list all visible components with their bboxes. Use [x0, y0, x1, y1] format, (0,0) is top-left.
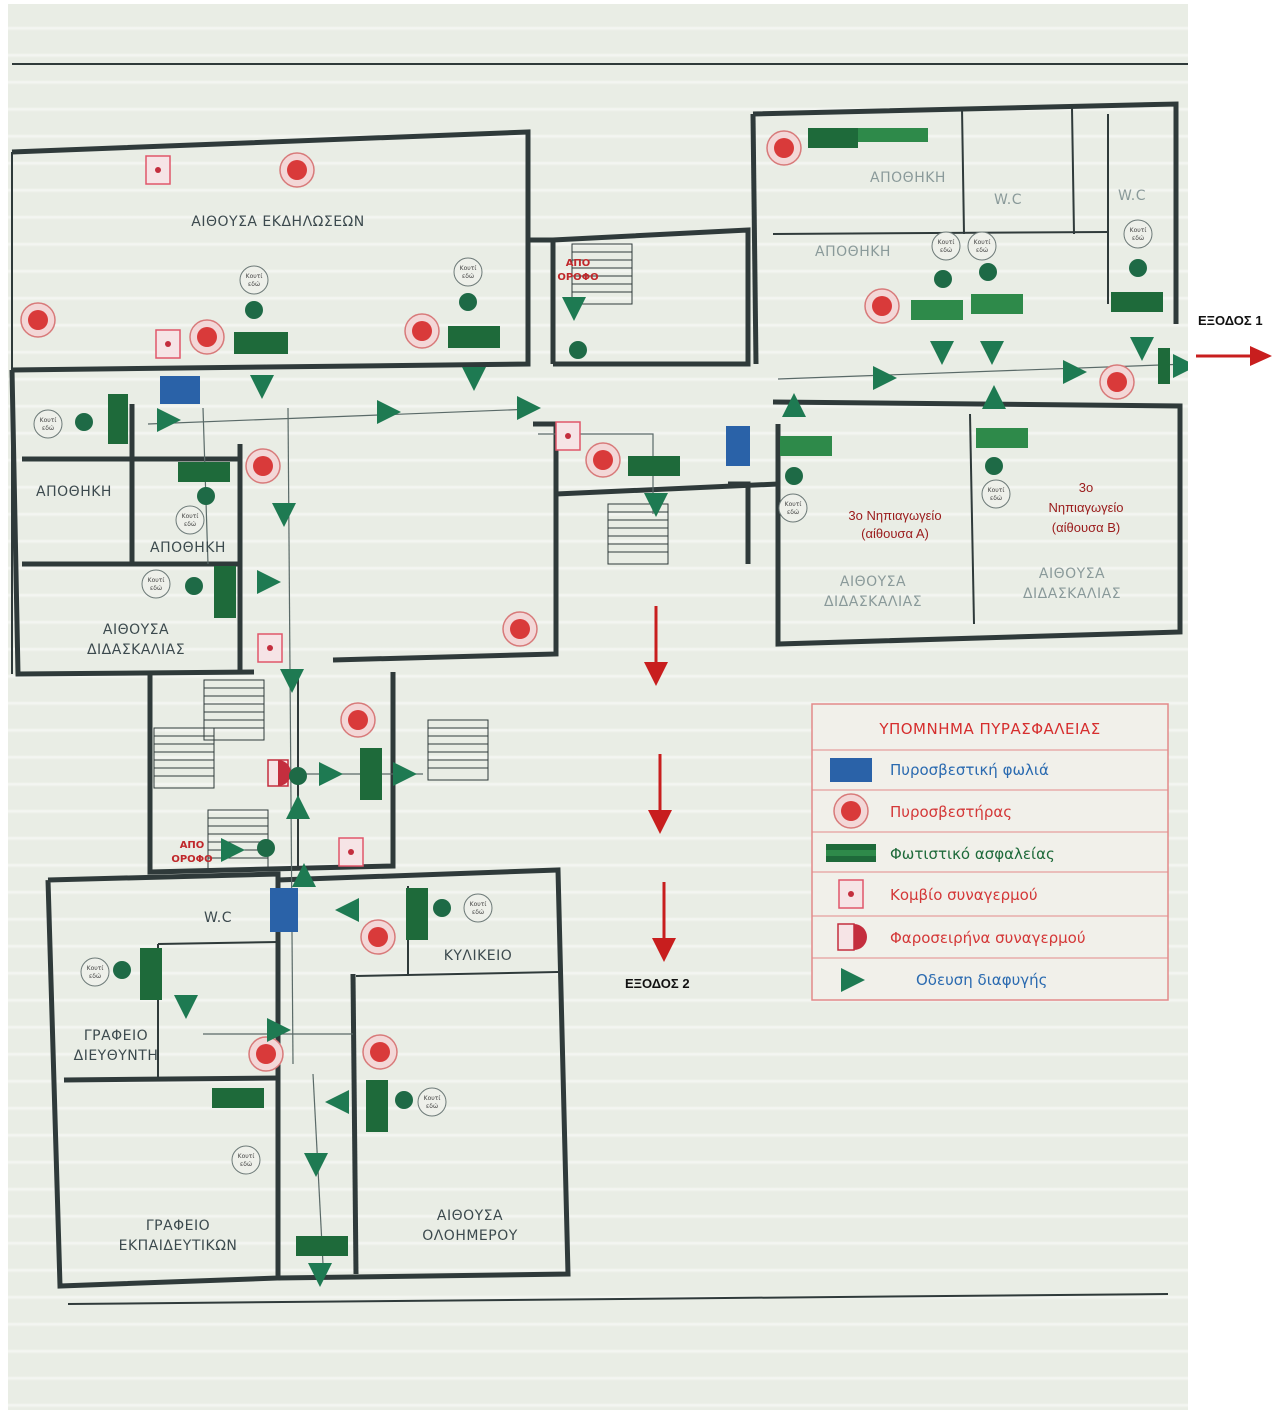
room-oloimerou-line1: ΑΙΘΟΥΣΑ — [437, 1208, 503, 1224]
exit-1-arrow — [1196, 346, 1272, 366]
alarm-siren — [267, 759, 291, 787]
legend-alarm-siren-icon — [837, 923, 867, 951]
legend-item-escape-route: Οδευση διαφυγής — [916, 971, 1047, 989]
room-didaskalias-a-line1: ΑΙΘΟΥΣΑ — [840, 574, 906, 590]
room-grafeio-dieythinti-line1: ΓΡΑΦΕΙΟ — [84, 1028, 148, 1044]
kindergarten-labels: 3ο Νηπιαγωγείο (αίθουσα Α) 3ο Νηπιαγωγεί… — [848, 480, 1123, 541]
room-didaskalias-a-line2: ΔΙΔΑΣΚΑΛΙΑΣ — [824, 594, 922, 610]
room-didaskalias-left-line1: ΑΙΘΟΥΣΑ — [103, 622, 169, 638]
room-labels: ΑΙΘΟΥΣΑ ΕΚΔΗΛΩΣΕΩΝ ΑΠΟΘΗΚΗ ΑΠΟΘΗΚΗ ΑΠΟΘΗ… — [36, 170, 1146, 1254]
room-apothiki-1: ΑΠΟΘΗΚΗ — [36, 484, 112, 500]
label-apo-orofo-bottom-line2: ΟΡΟΦΟ — [171, 854, 212, 865]
walls — [9, 63, 1188, 1305]
room-apothiki-4: ΑΠΟΘΗΚΗ — [815, 244, 891, 260]
legend-item-hose-cabinet: Πυροσβεστική φωλιά — [890, 761, 1049, 779]
exit-2-arrows — [644, 606, 676, 962]
kindergarten-b-line3: (αίθουσα Β) — [1052, 520, 1120, 535]
label-apo-orofo-bottom-line1: ΑΠΟ — [180, 840, 205, 851]
room-didaskalias-left-line2: ΔΙΔΑΣΚΑΛΙΑΣ — [87, 642, 185, 658]
room-didaskalias-b-line1: ΑΙΘΟΥΣΑ — [1039, 566, 1105, 582]
kindergarten-a-line2: (αίθουσα Α) — [861, 526, 929, 541]
legend: ΥΠΟΜΝΗΜΑ ΠΥΡΑΣΦΑΛΕΙΑΣ Πυροσβεστική φωλιά… — [811, 703, 1169, 1001]
exit-2-label: ΕΞΟΔΟΣ 2 — [625, 976, 690, 991]
kindergarten-a-line1: 3ο Νηπιαγωγείο — [848, 508, 941, 523]
room-wc-top-2: W.C — [1118, 188, 1146, 204]
kindergarten-b-line2: Νηπιαγωγείο — [1048, 500, 1123, 515]
room-apothiki-3: ΑΠΟΘΗΚΗ — [870, 170, 946, 186]
legend-extinguisher-icon — [833, 793, 869, 829]
legend-emergency-light-icon — [826, 844, 876, 862]
kindergarten-b-line1: 3ο — [1079, 480, 1093, 495]
legend-alarm-button-icon — [838, 879, 864, 909]
room-didaskalias-b-line2: ΔΙΔΑΣΚΑΛΙΑΣ — [1023, 586, 1121, 602]
room-kylikeio: ΚΥΛΙΚΕΙΟ — [444, 948, 513, 964]
room-grafeio-dieythinti-line2: ΔΙΕΥΘΥΝΤΗ — [74, 1048, 159, 1064]
room-ekdiloseon: ΑΙΘΟΥΣΑ ΕΚΔΗΛΩΣΕΩΝ — [191, 214, 364, 230]
legend-item-alarm-siren: Φαροσειρήνα συναγερμού — [890, 929, 1086, 947]
legend-item-emergency-light: Φωτιστικό ασφαλείας — [890, 845, 1055, 863]
room-apothiki-2: ΑΠΟΘΗΚΗ — [150, 540, 226, 556]
legend-item-extinguisher: Πυροσβεστήρας — [890, 803, 1012, 821]
room-oloimerou-line2: ΟΛΟΗΜΕΡΟΥ — [422, 1228, 518, 1244]
exit-1-label: ΕΞΟΔΟΣ 1 — [1198, 313, 1263, 328]
emergency-lights — [108, 128, 1170, 1256]
floor-plan-drawing: Κουτί εδώ — [9, 63, 1188, 1305]
fire-hose-cabinets — [160, 376, 750, 932]
label-apo-orofo-top-line2: ΟΡΟΦΟ — [557, 272, 598, 283]
legend-hose-cabinet-icon — [830, 758, 872, 782]
room-grafeio-ekpaideytikon-line1: ΓΡΑΦΕΙΟ — [146, 1218, 210, 1234]
room-wc-bottom: W.C — [204, 910, 232, 926]
legend-title: ΥΠΟΜΝΗΜΑ ΠΥΡΑΣΦΑΛΕΙΑΣ — [878, 720, 1100, 738]
floor-plan: Κουτί εδώ — [8, 4, 1188, 1410]
room-grafeio-ekpaideytikon-line2: ΕΚΠΑΙΔΕΥΤΙΚΩΝ — [119, 1238, 238, 1254]
label-apo-orofo-top-line1: ΑΠΟ — [566, 258, 591, 269]
room-wc-top-1: W.C — [994, 192, 1022, 208]
legend-item-alarm-button: Κομβίο συναγερμού — [890, 886, 1038, 904]
